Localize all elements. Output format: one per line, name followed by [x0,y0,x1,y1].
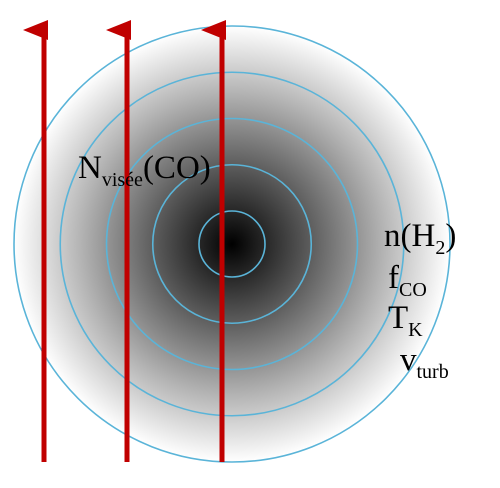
density-shell-2 [151,163,313,325]
density-shell-5 [13,25,451,463]
param-co-abundance: fCO [388,260,427,301]
density-shell-4 [59,71,405,417]
cloud-body [14,26,450,462]
density-shell-3 [105,117,359,371]
param-turbulent-velocity: vturb [400,342,449,383]
density-shells [13,25,451,463]
sightlines [23,20,227,462]
param-h2-density: n(H2) [384,218,456,259]
param-kinetic-temperature: TK [388,300,423,341]
density-shell-1 [198,210,266,278]
column-density-label: Nvisée(CO) [78,150,211,191]
